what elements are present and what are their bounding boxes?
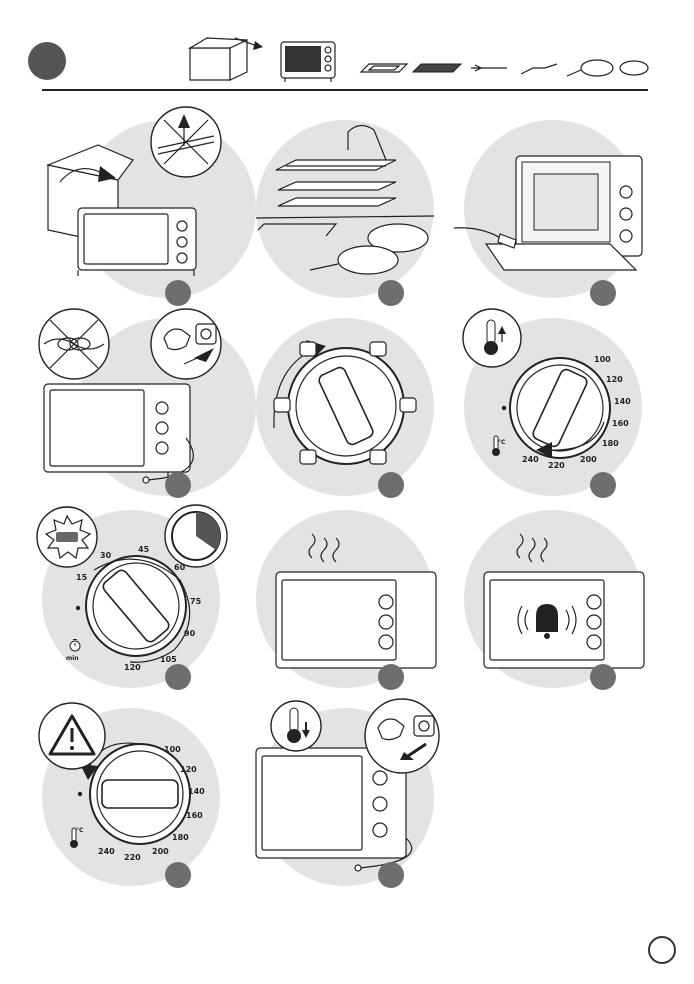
off-temp-label-160: 160 (186, 811, 203, 820)
page-number-marker (648, 936, 676, 964)
pizza-stone-icon (620, 61, 648, 75)
temp-label-240: 240 (522, 455, 539, 464)
warning-icon (38, 702, 106, 770)
timer-label-30: 30 (100, 551, 112, 560)
timer-label-75: 75 (190, 597, 202, 606)
step-marker-5 (378, 472, 404, 498)
wire-rack-icon (413, 64, 461, 72)
oven-icon (281, 42, 335, 82)
temp-label-140: 140 (614, 397, 631, 406)
off-temp-label-120: 120 (180, 765, 197, 774)
off-temp-label-180: 180 (172, 833, 189, 842)
timer-label-90: 90 (184, 629, 196, 638)
step-marker-8 (378, 664, 404, 690)
inset-no-lift (150, 106, 222, 178)
inset-unplug (364, 698, 440, 774)
off-temp-label-100: 100 (164, 745, 181, 754)
step-marker-6 (590, 472, 616, 498)
inset-clock (164, 504, 228, 568)
off-temp-label-140: 140 (188, 787, 205, 796)
step-marker-3 (590, 280, 616, 306)
inset-warning (38, 702, 106, 770)
panel-function-knob (256, 318, 434, 496)
temp-label-100: 100 (594, 355, 611, 364)
inset-thermometer-up (462, 308, 522, 368)
inset-display-flash (36, 506, 98, 568)
step-marker-2 (378, 280, 404, 306)
step-marker-7 (165, 664, 191, 690)
timer-unit-label: min (66, 655, 79, 662)
header-rule (42, 89, 648, 91)
rack-hook-icon (521, 64, 557, 74)
timer-label-15: 15 (76, 573, 88, 582)
baking-tray-icon (361, 64, 407, 72)
inset-cool-down (270, 700, 322, 752)
step-marker-11 (378, 862, 404, 888)
temp-label-180: 180 (602, 439, 619, 448)
temp-label-120: 120 (606, 375, 623, 384)
step-marker-9 (590, 664, 616, 690)
timer-label-105: 105 (160, 655, 177, 664)
off-temp-label-220: 220 (124, 853, 141, 862)
panel-preheat (256, 510, 434, 688)
pizza-paddle-icon (567, 60, 613, 76)
thermometer-icon (490, 434, 502, 458)
accessories-strip (185, 28, 655, 88)
timer-label-45: 45 (138, 545, 150, 554)
temp-label-200: 200 (580, 455, 597, 464)
timer-label-120: 120 (124, 663, 141, 672)
off-thermometer-icon (68, 826, 80, 850)
tray-handle-icon (471, 65, 507, 71)
step-marker-10 (165, 862, 191, 888)
header-marker (28, 42, 66, 80)
panel-ready-bell (464, 510, 642, 688)
temp-label-160: 160 (612, 419, 629, 428)
step-marker-4 (165, 472, 191, 498)
off-temp-label-240: 240 (98, 847, 115, 856)
step-marker-1 (165, 280, 191, 306)
inset-no-tangled-cord (38, 308, 110, 380)
temp-label-220: 220 (548, 461, 565, 470)
package-box-icon (190, 38, 263, 80)
stopwatch-icon (68, 638, 82, 652)
inset-wall-socket (150, 308, 222, 380)
panel-clean-interior (464, 120, 642, 298)
panel-wash-accessories (256, 120, 434, 298)
off-temp-label-200: 200 (152, 847, 169, 856)
